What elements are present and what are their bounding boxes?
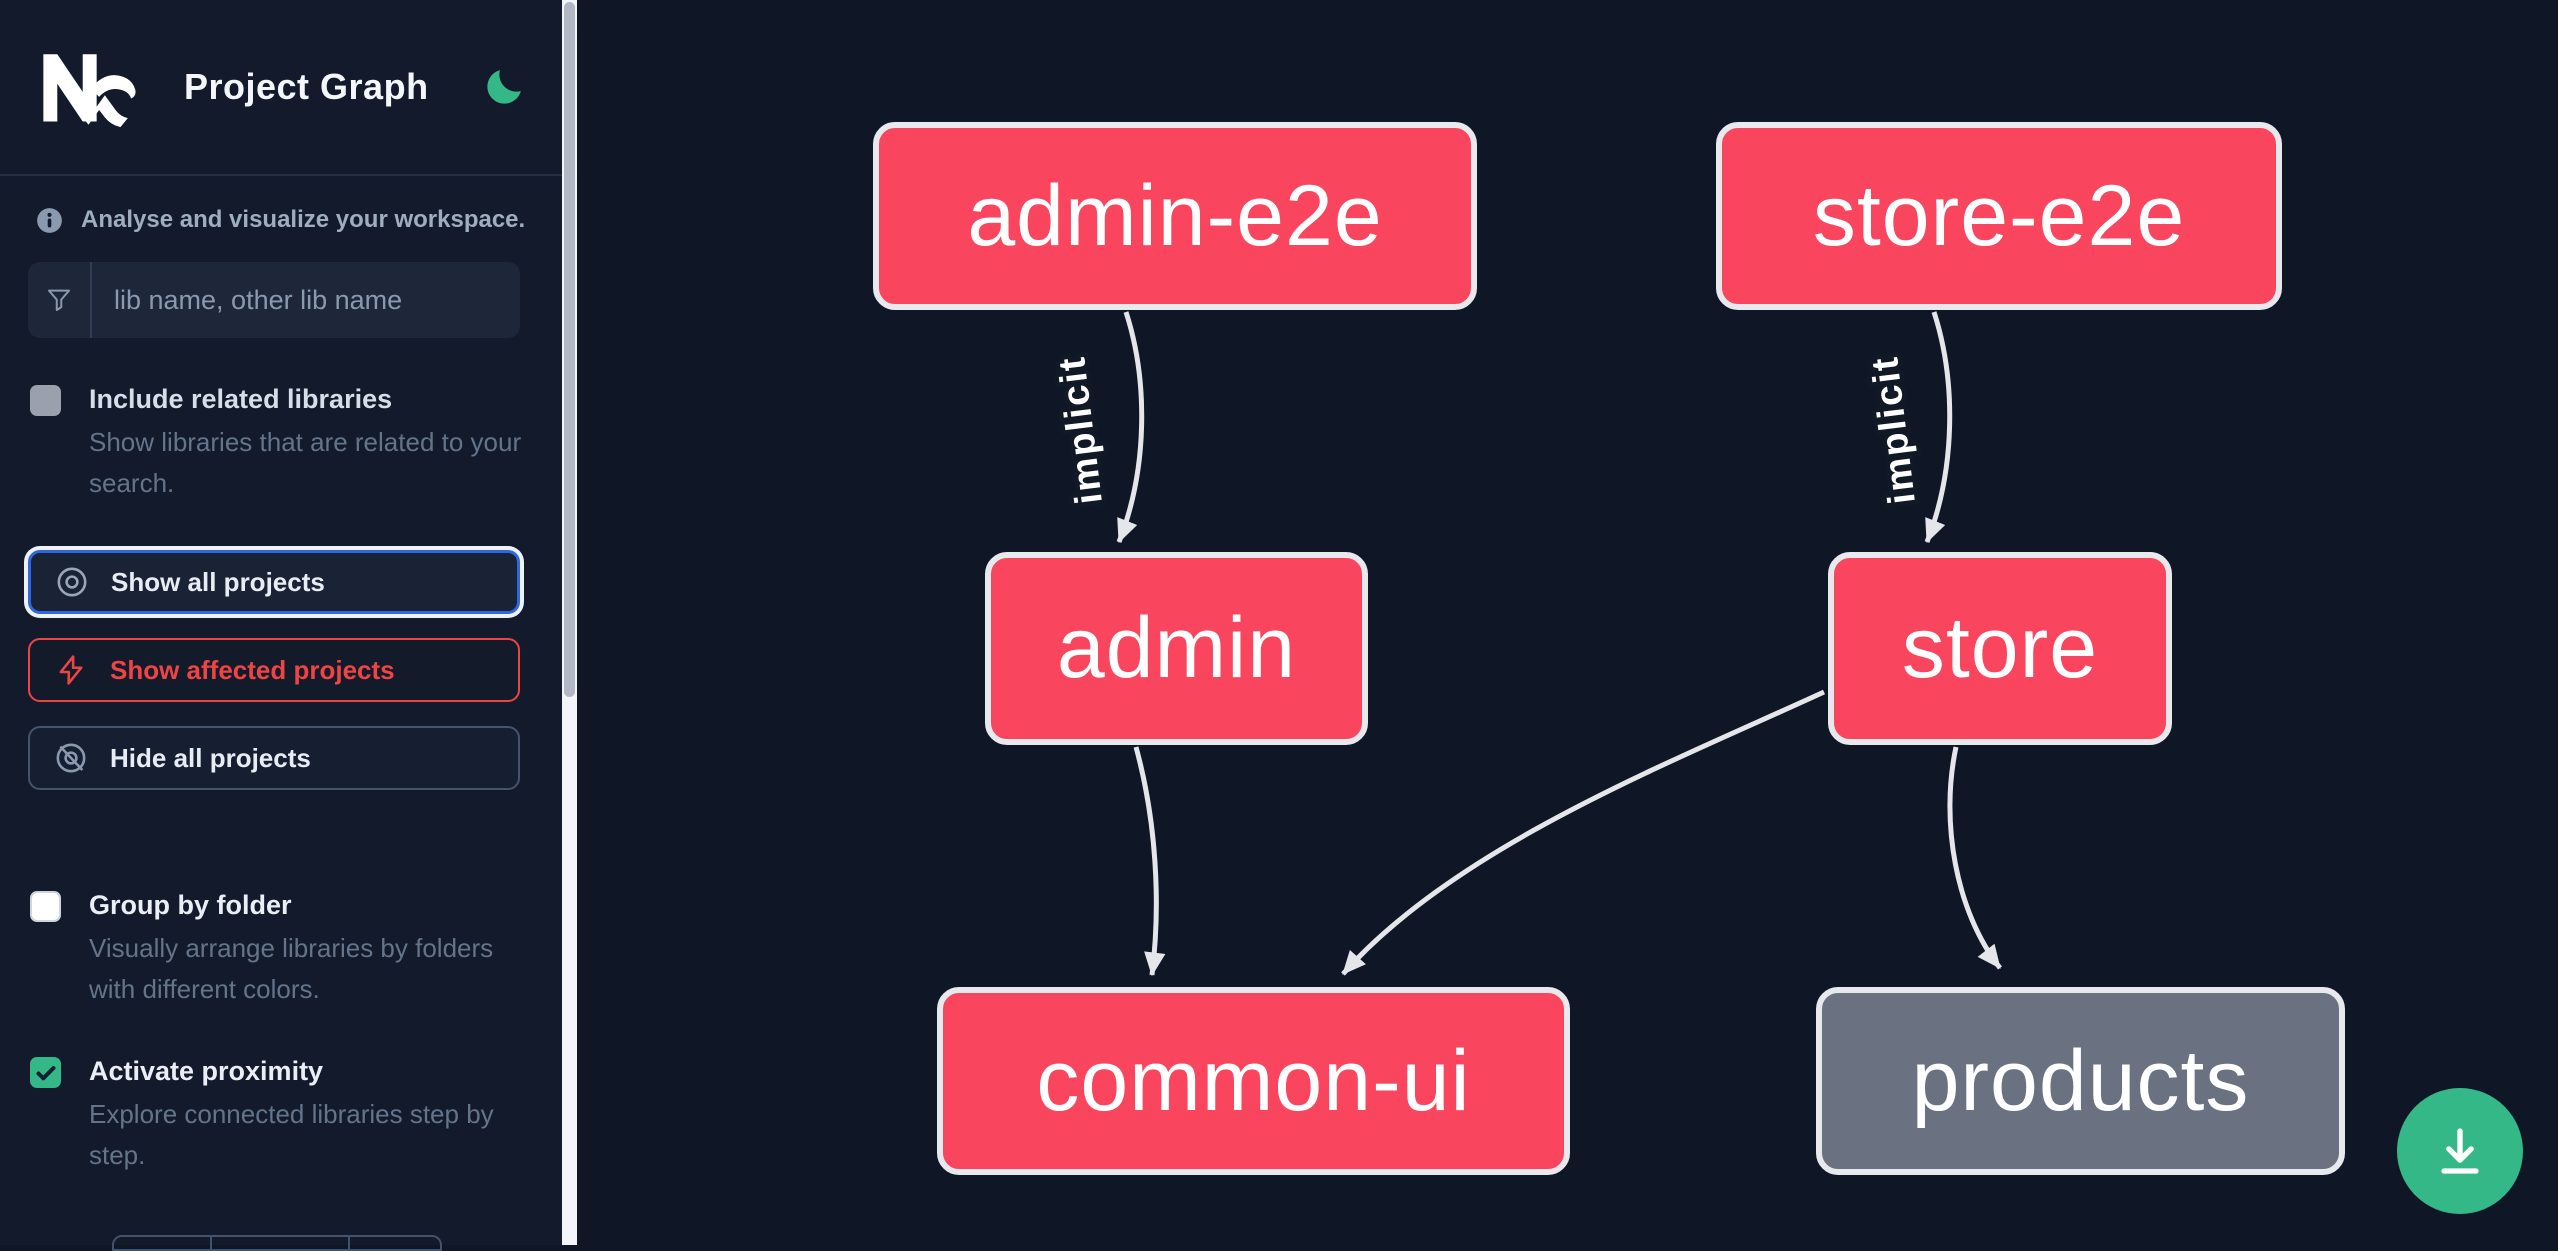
include-related-checkbox[interactable]: [30, 385, 61, 416]
eye-icon: [55, 565, 89, 599]
filter-search-box: [28, 262, 520, 338]
include-related-description: Show libraries that are related to your …: [89, 427, 522, 498]
show-affected-projects-button[interactable]: Show affected projects: [28, 638, 520, 702]
info-icon: [36, 207, 63, 234]
node-label: store-e2e: [1812, 167, 2186, 264]
node-label: store: [1901, 600, 2099, 696]
include-related-option: Include related libraries Show libraries…: [0, 382, 562, 504]
graph-node-store[interactable]: store: [1828, 552, 2172, 745]
graph-node-admin-e2e[interactable]: admin-e2e: [873, 122, 1477, 310]
node-label: admin-e2e: [967, 167, 1383, 264]
show-all-projects-button[interactable]: Show all projects: [28, 550, 520, 614]
eye-off-icon: [54, 741, 88, 775]
moon-icon: [482, 70, 526, 112]
node-label: common-ui: [1036, 1032, 1471, 1129]
check-icon: [34, 1061, 58, 1085]
stepper-divider: [348, 1237, 350, 1249]
group-by-folder-label: Group by folder: [89, 890, 292, 920]
show-all-projects-label: Show all projects: [111, 566, 325, 597]
page-title: Project Graph: [184, 66, 429, 107]
hide-all-projects-button[interactable]: Hide all projects: [28, 726, 520, 790]
download-icon: [2428, 1119, 2492, 1183]
activate-proximity-label: Activate proximity: [89, 1056, 324, 1086]
node-label: products: [1911, 1032, 2250, 1129]
node-label: admin: [1056, 600, 1297, 696]
nx-logo: [36, 46, 136, 128]
sidebar-scrollbar[interactable]: [562, 0, 577, 1245]
search-input[interactable]: [92, 262, 520, 338]
graph-node-admin[interactable]: admin: [985, 552, 1368, 745]
hide-all-projects-label: Hide all projects: [110, 742, 311, 773]
sidebar: Project Graph Analyse and visualize your…: [0, 0, 562, 1251]
download-graph-button[interactable]: [2397, 1088, 2523, 1214]
graph-node-common-ui[interactable]: common-ui: [937, 987, 1570, 1175]
theme-toggle-button[interactable]: [482, 65, 526, 109]
proximity-depth-stepper[interactable]: [112, 1235, 442, 1251]
include-related-label: Include related libraries: [89, 384, 393, 414]
show-affected-projects-label: Show affected projects: [110, 654, 395, 685]
activate-proximity-description: Explore connected libraries step by step…: [89, 1099, 494, 1170]
graph-node-products[interactable]: products: [1816, 987, 2345, 1175]
bolt-icon: [54, 653, 88, 687]
funnel-icon: [28, 262, 92, 338]
group-by-folder-checkbox[interactable]: [30, 891, 61, 922]
workspace-tagline: Analyse and visualize your workspace.: [81, 206, 526, 233]
workspace-tagline-row: Analyse and visualize your workspace.: [0, 176, 562, 234]
group-by-folder-description: Visually arrange libraries by folders wi…: [89, 933, 494, 1004]
sidebar-header: Project Graph: [0, 0, 562, 176]
group-by-folder-option: Group by folder Visually arrange librari…: [0, 888, 562, 1010]
activate-proximity-option: Activate proximity Explore connected lib…: [0, 1054, 562, 1176]
sidebar-scrollbar-thumb[interactable]: [564, 2, 575, 697]
graph-node-store-e2e[interactable]: store-e2e: [1716, 122, 2282, 310]
stepper-divider: [210, 1237, 212, 1249]
activate-proximity-checkbox[interactable]: [30, 1057, 61, 1088]
